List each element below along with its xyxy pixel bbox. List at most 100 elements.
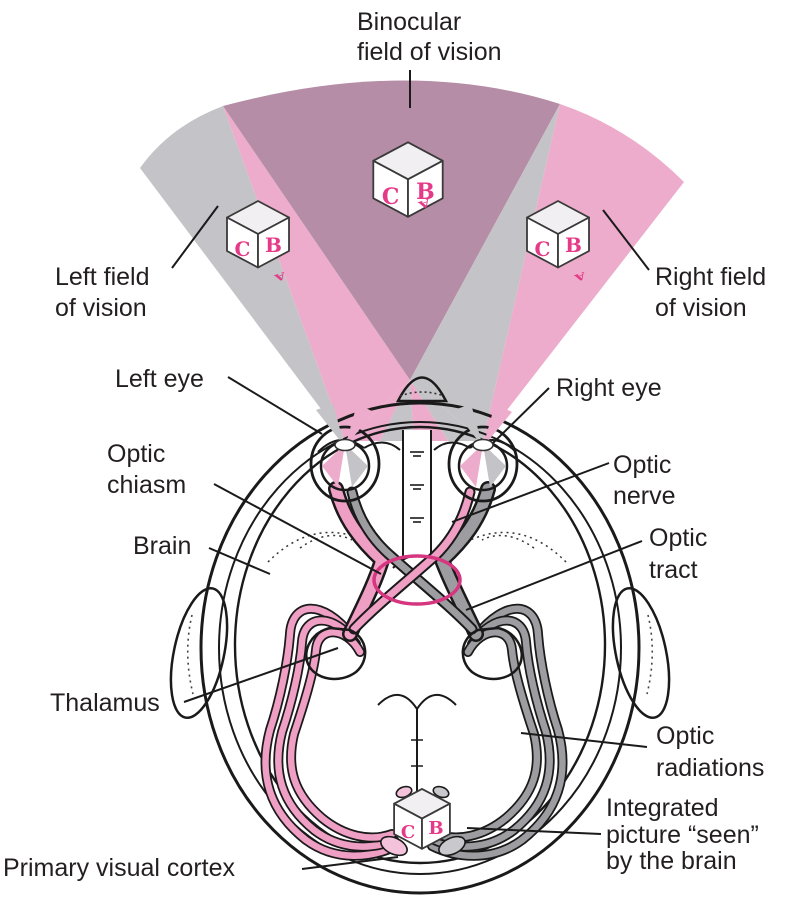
cube-letter-a: A bbox=[272, 269, 288, 284]
optic-nerve-pink-main bbox=[330, 483, 389, 640]
pointer-lines bbox=[171, 70, 650, 870]
cube-integrated-picture: C B A bbox=[393, 788, 451, 850]
pointer-brain bbox=[208, 547, 271, 575]
optic-radiations-left bbox=[260, 603, 401, 861]
pointer-left-eye bbox=[227, 376, 323, 435]
right-ear-texture bbox=[646, 614, 654, 695]
cube-right-face bbox=[557, 216, 590, 269]
left-eye-socket bbox=[309, 425, 381, 503]
cortex-blob-gray bbox=[432, 785, 450, 799]
label-right-field: of vision bbox=[655, 294, 747, 322]
left-eye-right-field-sliver bbox=[223, 106, 410, 441]
cube-right-face bbox=[257, 216, 290, 269]
cube-letter-b: B bbox=[565, 233, 582, 257]
retina-wedge-pink bbox=[460, 444, 483, 487]
cube-binocular: C B A bbox=[372, 141, 444, 218]
label-optic-tract: Optic bbox=[649, 524, 707, 552]
label-integrated-picture: Integrated bbox=[606, 794, 719, 822]
head-fill bbox=[201, 403, 639, 893]
nose bbox=[395, 376, 449, 403]
cone-tip-pink bbox=[483, 404, 512, 447]
pointer-right-field bbox=[602, 209, 650, 271]
label-right-eye: Right eye bbox=[556, 374, 662, 402]
cube-right-face bbox=[407, 159, 444, 218]
cube-left-field: C B A bbox=[226, 200, 290, 284]
label-primary-visual-cortex: Primary visual cortex bbox=[3, 854, 235, 882]
cube-letter-c: C bbox=[535, 237, 551, 261]
longitudinal-fissure bbox=[403, 430, 431, 562]
label-optic-radiations: radiations bbox=[656, 754, 764, 782]
binocular-field-region bbox=[223, 80, 560, 380]
right-lens bbox=[472, 438, 494, 452]
left-ear bbox=[169, 586, 229, 720]
crossing-fiber-gray bbox=[348, 488, 476, 633]
cube-letter-c: C bbox=[401, 822, 415, 843]
left-ear-texture bbox=[186, 614, 194, 695]
occipital-midline-ticks bbox=[411, 739, 423, 767]
nose-arch bbox=[395, 376, 449, 403]
pointer-primary-visual-cortex bbox=[301, 856, 399, 870]
radiation-strand bbox=[428, 605, 566, 859]
cortex-blob-pink bbox=[380, 835, 408, 857]
cube-letter-b: B bbox=[428, 818, 443, 839]
label-thalamus: Thalamus bbox=[50, 689, 160, 717]
label-binocular-field: Binocular bbox=[357, 8, 461, 36]
label-integrated-picture: picture “seen” bbox=[606, 821, 759, 849]
label-optic-radiations: Optic bbox=[656, 722, 714, 750]
label-right-field: Right field bbox=[655, 263, 766, 291]
nose-stipple bbox=[399, 391, 445, 397]
cube-letter-b: B bbox=[265, 233, 282, 257]
label-binocular-field: field of vision bbox=[357, 38, 502, 66]
radiation-strand bbox=[287, 629, 396, 841]
left-eye bbox=[309, 404, 381, 503]
right-eye-left-field-sliver bbox=[410, 104, 560, 441]
left-lens bbox=[334, 438, 356, 452]
cone-tip-gray bbox=[316, 404, 345, 447]
visual-cortex-blobs bbox=[380, 785, 466, 857]
cortex-blob-gray bbox=[438, 835, 466, 857]
pointer-optic-nerve bbox=[451, 462, 610, 523]
radiation-strand bbox=[262, 605, 400, 859]
brain bbox=[233, 425, 607, 865]
skull-inner-line bbox=[218, 421, 622, 875]
label-optic-chiasm: Optic bbox=[107, 440, 165, 468]
label-optic-chiasm: chiasm bbox=[107, 471, 186, 499]
optic-chiasm-ring bbox=[372, 554, 462, 606]
right-thalamus bbox=[461, 626, 523, 681]
cube-right-face bbox=[421, 802, 451, 850]
pointer-optic-chiasm bbox=[213, 483, 382, 575]
radiation-strand bbox=[430, 617, 553, 850]
labels: Binocular field of vision Left field of … bbox=[3, 8, 766, 882]
cube-right-field: C B A bbox=[526, 200, 590, 284]
cube-letter-b: B bbox=[416, 179, 435, 205]
cube-letter-a: A bbox=[572, 269, 588, 284]
label-left-eye: Left eye bbox=[115, 365, 204, 393]
retina-wedge-gray bbox=[345, 444, 368, 487]
cube-letter-c: C bbox=[235, 237, 251, 261]
label-optic-nerve: Optic bbox=[613, 451, 671, 479]
left-field-region bbox=[140, 106, 345, 441]
label-left-field: Left field bbox=[55, 263, 150, 291]
right-eye-socket bbox=[447, 425, 519, 503]
ears bbox=[169, 586, 671, 720]
head-outline bbox=[199, 401, 641, 895]
label-optic-tract: tract bbox=[649, 556, 698, 584]
retina-wedge-gray bbox=[483, 444, 506, 487]
left-thalamus bbox=[305, 626, 367, 681]
pointer-thalamus bbox=[183, 647, 339, 703]
pointer-integrated-picture bbox=[466, 827, 602, 835]
pointer-optic-radiations bbox=[520, 732, 648, 748]
pointer-right-eye bbox=[492, 387, 550, 444]
retina-wedge-pink bbox=[322, 444, 345, 487]
label-left-field: of vision bbox=[55, 294, 147, 322]
label-brain: Brain bbox=[133, 532, 191, 560]
pointer-left-field bbox=[171, 205, 219, 269]
right-ear bbox=[611, 586, 671, 720]
label-optic-nerve: nerve bbox=[613, 482, 676, 510]
right-field-region bbox=[483, 104, 684, 441]
brain-body bbox=[233, 425, 607, 865]
cube-letter-c: C bbox=[382, 184, 400, 210]
field-wedge bbox=[410, 380, 483, 441]
